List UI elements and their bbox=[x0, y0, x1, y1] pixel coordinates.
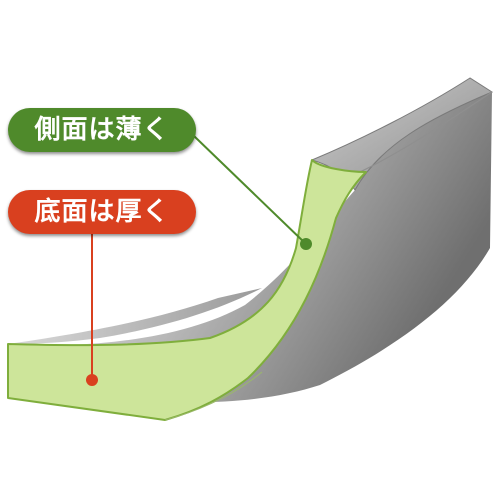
pan-rim-inner-edge bbox=[359, 91, 493, 173]
pan-inner-surface bbox=[8, 92, 492, 403]
leader-line-side bbox=[193, 135, 307, 245]
label-bottom-thick: 底面は厚く bbox=[8, 190, 196, 234]
pan-outer-edge bbox=[164, 371, 263, 421]
marker-side-dot-icon bbox=[300, 238, 312, 250]
marker-bottom-dot-icon bbox=[86, 374, 98, 386]
label-side-thin: 側面は薄く bbox=[8, 108, 196, 152]
